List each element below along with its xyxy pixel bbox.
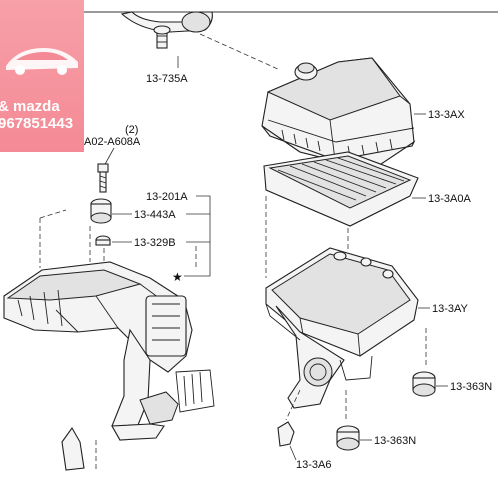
air-filter-element [263, 151, 419, 227]
guide-dash-12 [285, 389, 301, 421]
callout-13-329B: 13-329B [134, 237, 176, 249]
collar-part [95, 235, 111, 246]
clip-13-3A6 [277, 421, 295, 447]
seller-phone-number: 967851443 [0, 115, 74, 132]
intake-duct-part [3, 261, 215, 441]
leader-A02-A608A [103, 147, 115, 167]
hose-clamp-part [120, 11, 213, 49]
callout-13-3A6: 13-3A6 [296, 459, 331, 471]
callout-qty: (2) [125, 124, 138, 136]
grommet-part [90, 198, 112, 224]
leader-13-3A6 [289, 445, 297, 461]
seller-shop-name: & mazda [0, 98, 60, 115]
seller-banner: & mazda 967851443 [0, 0, 84, 152]
guide-dash-1 [199, 33, 281, 71]
callout-13-3A0A: 13-3A0A [428, 193, 471, 205]
bolt-part [97, 163, 109, 193]
rubber-mount-right [412, 371, 436, 397]
callout-13-363N-right: 13-363N [450, 381, 492, 393]
callout-13-363N-bottom: 13-363N [374, 435, 416, 447]
callout-star: ★ [172, 270, 183, 284]
callout-13-3AY: 13-3AY [432, 303, 469, 315]
callout-13-735A: 13-735A [146, 73, 188, 85]
car-logo-icon [6, 48, 78, 75]
callout-13-3AX: 13-3AX [428, 109, 465, 121]
air-cleaner-lower-case [265, 247, 419, 409]
callout-13-201A: 13-201A [146, 191, 188, 203]
guide-dash-5 [39, 209, 67, 219]
air-cleaner-cover [261, 57, 416, 171]
callout-13-443A: 13-443A [134, 209, 176, 221]
callout-A02-A608A: A02-A608A [84, 136, 141, 148]
leader-13-201A [184, 195, 211, 277]
mounting-clip-left [61, 426, 85, 471]
rubber-mount-bottom [336, 425, 360, 451]
